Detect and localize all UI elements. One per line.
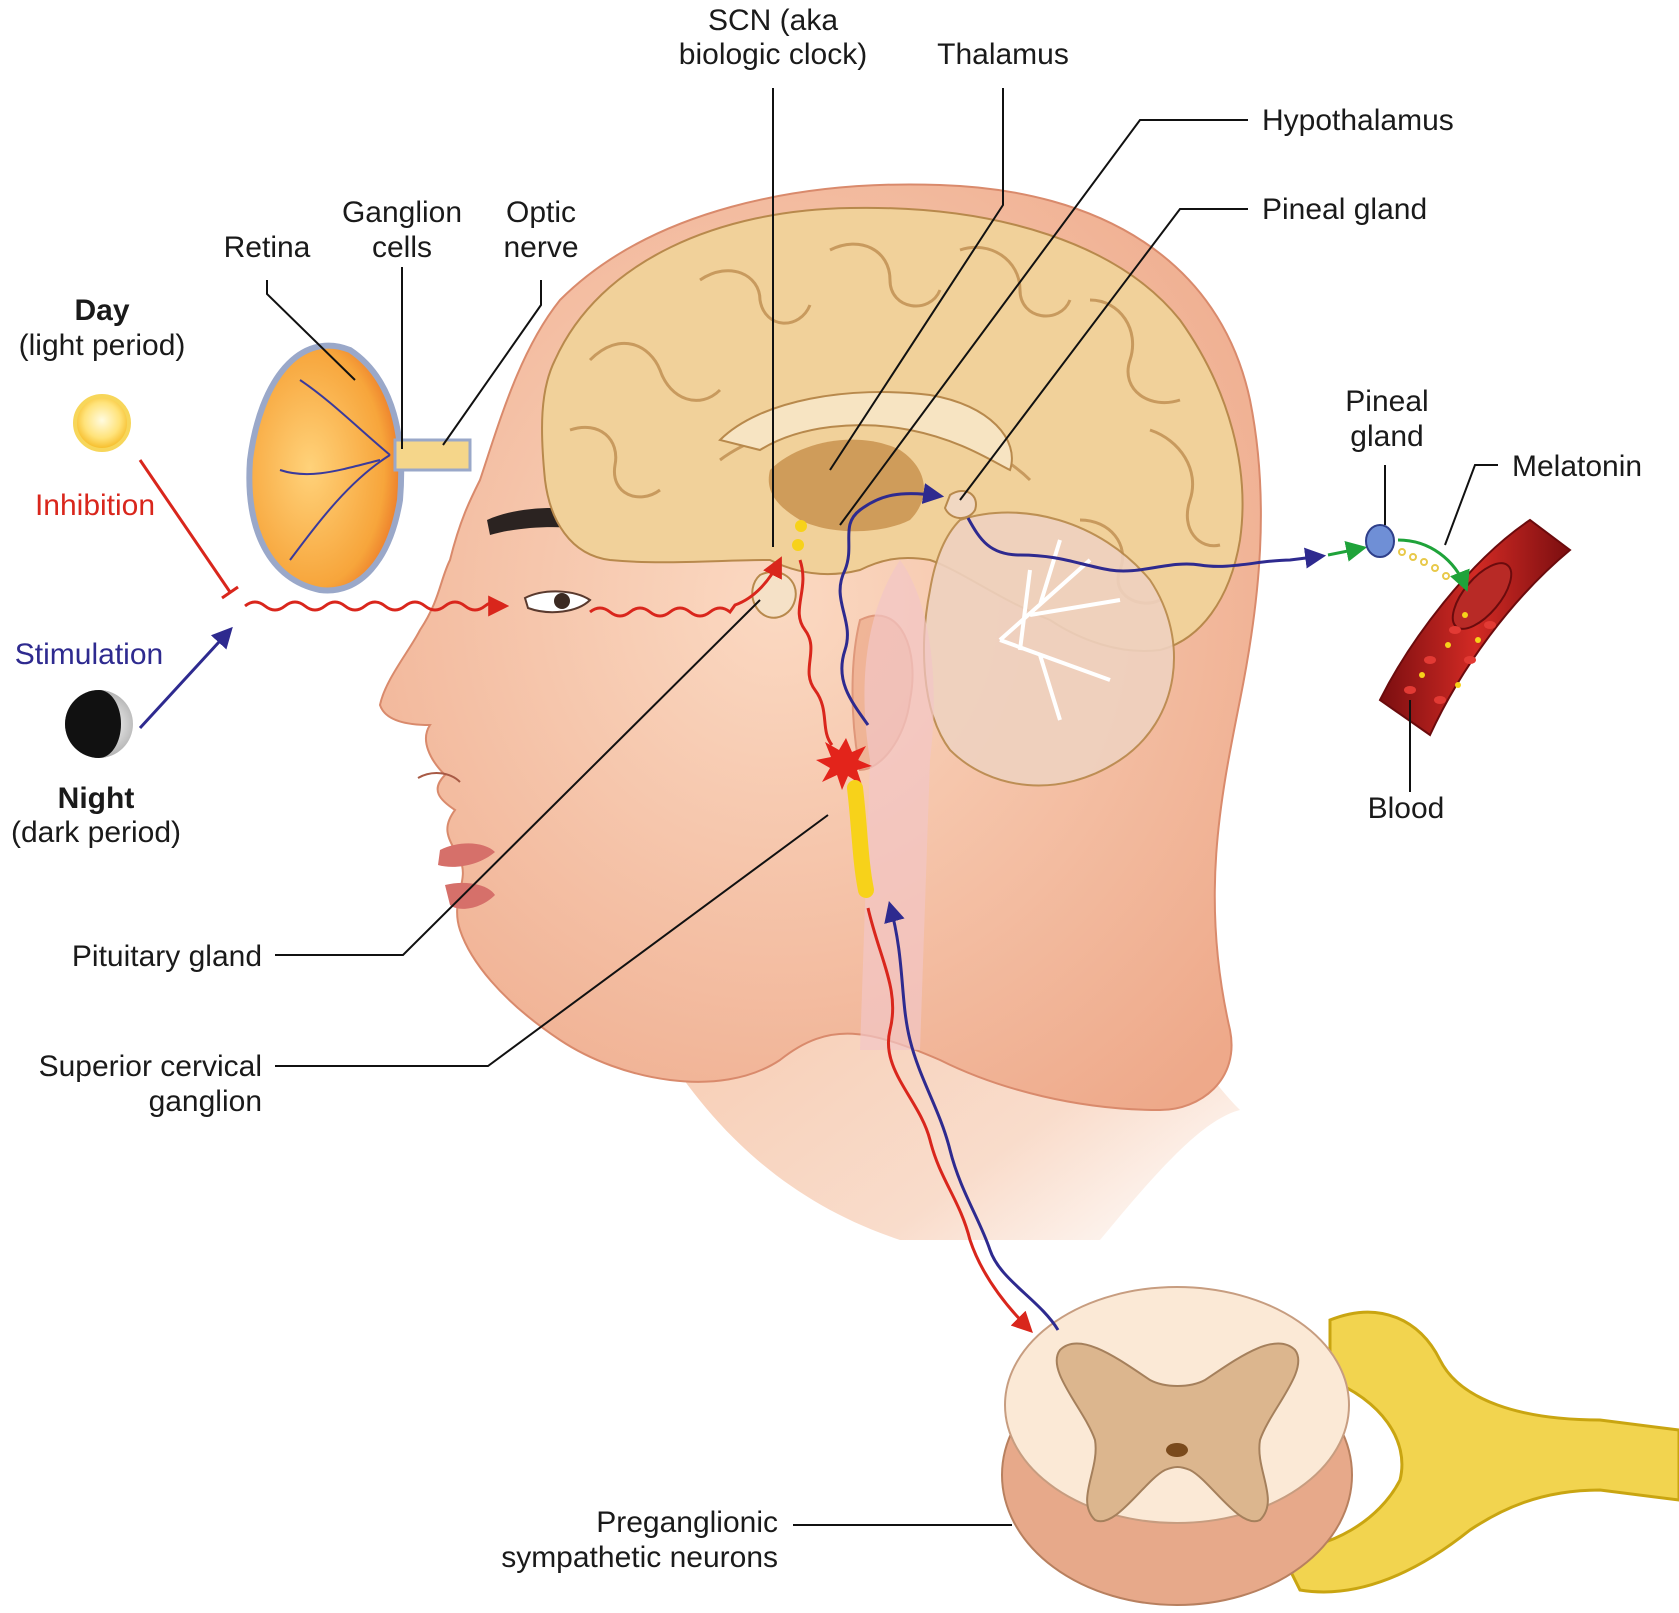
lips [438, 843, 495, 909]
pineal-gland-detail [1365, 524, 1395, 558]
melatonin-green-arrow [1397, 538, 1470, 592]
ganglion-to-pineal-blue [838, 483, 945, 726]
spinal-cord-illustration [1001, 1286, 1679, 1606]
moon-icon [65, 690, 133, 758]
spinal-ascending-blue [884, 900, 1060, 1331]
dark-period-label: (dark period) [11, 816, 181, 849]
scn-nucleus [795, 520, 807, 532]
eye-illustration [246, 342, 472, 594]
iris [554, 593, 570, 609]
pineal-gland-label: Pineal gland [1262, 193, 1427, 226]
scn-nucleus-2 [792, 539, 804, 551]
preganglionic-label-line2: sympathetic neurons [501, 1541, 778, 1574]
scn-label-line2: biologic clock) [679, 38, 867, 71]
cerebellum-arbor [998, 539, 1121, 721]
vessel-tube [1378, 518, 1572, 737]
hypothalamus-label: Hypothalamus [1262, 104, 1454, 137]
inhibition-label: Inhibition [35, 489, 155, 522]
scn-label-line1: SCN (aka [708, 4, 838, 37]
pineal-input-green-arrow [1327, 540, 1368, 562]
red-blood-cells [1404, 621, 1496, 704]
optic-nerve-label-line1: Optic [506, 196, 576, 229]
corpus-callosum [718, 391, 1013, 472]
night-label: Night [58, 782, 135, 815]
spinal-descending-red [866, 907, 1033, 1333]
pituitary-gland-label: Pituitary gland [72, 940, 262, 973]
superior-cervical-ganglion-shape [847, 780, 874, 898]
brain-illustration [541, 206, 1244, 1050]
pineal-body [943, 490, 977, 519]
brainstem [860, 560, 934, 1050]
melatonin-label: Melatonin [1512, 450, 1642, 483]
sun-icon [73, 394, 131, 452]
stimulation-label: Stimulation [15, 638, 163, 671]
thalamus-label: Thalamus [937, 38, 1069, 71]
leader-lines [266, 88, 1498, 1526]
stimulation-arrow [138, 626, 233, 730]
scn-to-ganglion-red [797, 559, 834, 746]
pineal-output-blue [966, 517, 1327, 573]
light-period-label: (light period) [19, 329, 186, 362]
optic-nerve-detail [393, 438, 472, 472]
pineal-gland-detail-label-line2: gland [1350, 420, 1423, 453]
central-canal [1166, 1443, 1188, 1457]
pituitary [751, 570, 797, 619]
inhibition-tbar [221, 585, 239, 600]
cerebellum [923, 511, 1175, 787]
ganglion-cells-label-line1: Ganglion [342, 196, 462, 229]
light-signal-to-eye [244, 587, 509, 612]
ganglion-cells-label-line2: cells [372, 231, 432, 264]
synapse-burst-icon [816, 738, 872, 790]
retinohypothalamic-tract [589, 556, 782, 618]
melatonin-dots-in-blood [1419, 612, 1481, 688]
spinal-nerve [1277, 1310, 1679, 1594]
pineal-gland-detail-label-line1: Pineal [1345, 385, 1428, 418]
blood-vessel [1378, 518, 1572, 737]
blood-label: Blood [1368, 792, 1445, 825]
nostril [417, 772, 461, 783]
melatonin-secretion-dots [1398, 548, 1450, 580]
superior-cervical-ganglion-label-line1: Superior cervical [39, 1050, 262, 1083]
retinal-vessels [279, 379, 391, 561]
preganglionic-label-line1: Preganglionic [596, 1506, 778, 1539]
superior-cervical-ganglion-label-line2: ganglion [149, 1085, 262, 1118]
day-label: Day [74, 294, 129, 327]
gray-matter [1055, 1342, 1300, 1523]
retina-label: Retina [224, 231, 311, 264]
inhibition-line [138, 459, 232, 593]
eyeball-detail [246, 342, 405, 594]
optic-nerve-label-line2: nerve [503, 231, 578, 264]
